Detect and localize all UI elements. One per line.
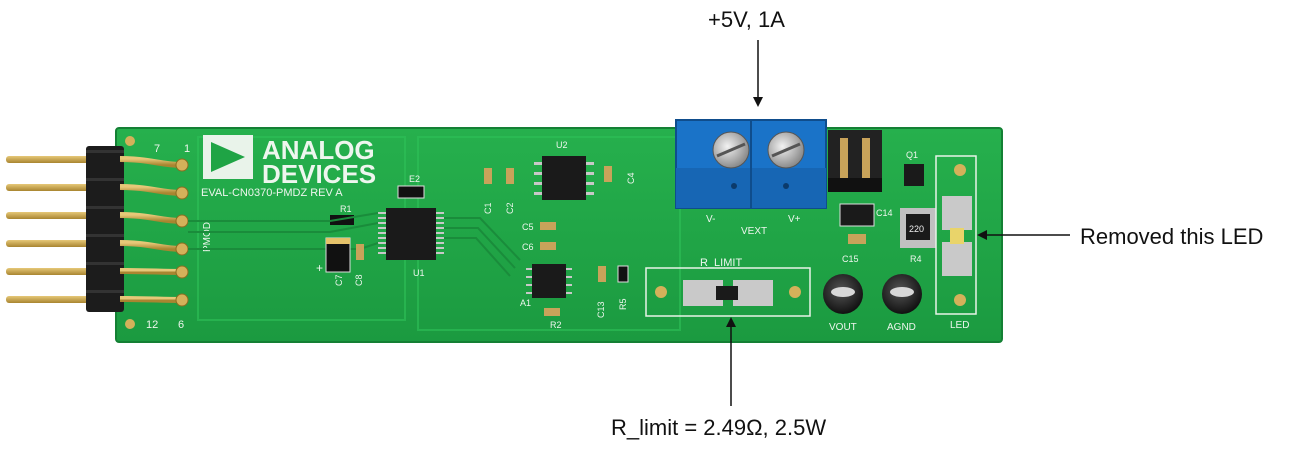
svg-text:220: 220 xyxy=(909,224,924,234)
led-footprint xyxy=(935,155,977,315)
u1-chip xyxy=(378,208,444,260)
c7-capacitor xyxy=(325,237,351,273)
ref-c8: C8 xyxy=(354,274,364,286)
ref-u2: U2 xyxy=(556,140,568,150)
header-pads xyxy=(125,136,189,329)
ref-c2: C2 xyxy=(505,202,515,214)
pin-12-label: 12 xyxy=(146,319,158,331)
led-label: LED xyxy=(950,320,969,331)
power-supply-annotation: +5V, 1A xyxy=(708,7,785,32)
pmod-label: PMOD xyxy=(202,222,213,252)
svg-text:+: + xyxy=(316,261,323,275)
svg-text:DEVICES: DEVICES xyxy=(262,159,376,189)
ref-c15: C15 xyxy=(842,254,859,264)
r4-resistor: 220 xyxy=(900,208,936,248)
vext-minus-label: V- xyxy=(706,214,715,225)
board-model-label: EVAL-CN0370-PMDZ REV A xyxy=(201,187,343,199)
ref-c7: C7 xyxy=(334,274,344,286)
ref-r4: R4 xyxy=(910,254,922,264)
ref-r1: R1 xyxy=(340,204,352,214)
ref-e2: E2 xyxy=(409,174,420,184)
ref-c14: C14 xyxy=(876,208,893,218)
agnd-label: AGND xyxy=(887,322,916,333)
ref-r5: R5 xyxy=(618,298,628,310)
pin-1-label: 1 xyxy=(184,143,190,155)
ref-c13: C13 xyxy=(596,301,606,318)
ref-c1: C1 xyxy=(483,202,493,214)
terminal-block xyxy=(675,119,827,209)
vout-test-post xyxy=(823,274,863,314)
removed-led-annotation: Removed this LED xyxy=(1080,224,1264,249)
r-limit-annotation: R_limit = 2.49Ω, 2.5W xyxy=(611,415,827,440)
vout-label: VOUT xyxy=(829,322,857,333)
agnd-test-post xyxy=(882,274,922,314)
svg-text:ANALOG: ANALOG xyxy=(262,135,375,165)
vext-label: VEXT xyxy=(741,226,767,237)
a1-chip xyxy=(526,264,572,298)
r-limit-footprint xyxy=(645,267,811,317)
ref-c6: C6 xyxy=(522,242,534,252)
analog-devices-logo: ANALOG DEVICES xyxy=(203,135,376,189)
ref-r2: R2 xyxy=(550,320,562,330)
pin-7-label: 7 xyxy=(154,143,160,155)
pin-6-label: 6 xyxy=(178,319,184,331)
mode-jumper xyxy=(828,130,882,192)
vext-plus-label: V+ xyxy=(788,214,801,225)
ref-c5: C5 xyxy=(522,222,534,232)
ref-u1: U1 xyxy=(413,268,425,278)
r-limit-label: R_LIMIT xyxy=(700,257,742,269)
ref-q1: Q1 xyxy=(906,150,918,160)
ref-c4: C4 xyxy=(626,172,636,184)
ref-a1: A1 xyxy=(520,298,531,308)
u2-chip xyxy=(534,156,594,200)
